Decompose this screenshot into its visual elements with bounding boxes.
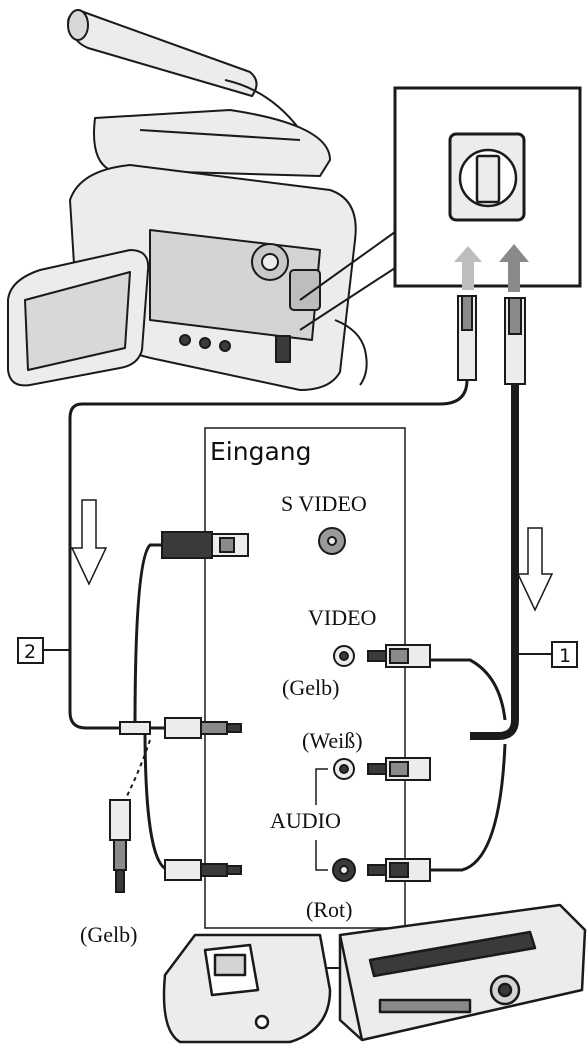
- dvd-recorder-device: [164, 935, 330, 1042]
- cable-2-branch: [125, 545, 170, 870]
- video-color-label: (Gelb): [282, 675, 339, 700]
- callout-cable-2-number: 2: [24, 641, 36, 663]
- audio-red-jack: [333, 859, 355, 881]
- audio-white-jack: [334, 759, 354, 779]
- plug-audio-white: [368, 758, 430, 780]
- callout-cable-1: 1: [519, 642, 577, 667]
- signal-arrow-left: [72, 500, 106, 584]
- s-video-jack: [319, 528, 345, 554]
- video-jack: [334, 646, 354, 666]
- plug-audio-red: [368, 859, 430, 881]
- spare-plug-color-label: (Gelb): [80, 922, 137, 947]
- vcr-device: [340, 905, 585, 1040]
- signal-arrow-right: [518, 528, 552, 610]
- plug-video-yellow: [368, 645, 430, 667]
- cable-2-plugs: [110, 532, 248, 892]
- plug-s-video: [162, 532, 248, 558]
- s-video-label: S VIDEO: [281, 491, 367, 516]
- callout-cable-1-number: 1: [559, 645, 571, 667]
- audio-white-label: (Weiß): [302, 728, 363, 753]
- audio-label: AUDIO: [270, 808, 341, 833]
- input-heading: Eingang: [210, 437, 312, 466]
- cable-2: [70, 380, 467, 728]
- plug-video-yellow-spare: [110, 800, 130, 892]
- plug-audio-red-left: [165, 860, 241, 880]
- branch-splitter: [120, 722, 150, 734]
- audio-red-label: (Rot): [306, 897, 352, 922]
- callout-cable-2: 2: [18, 638, 70, 663]
- cable-1: [430, 384, 515, 870]
- plug-audio-white-left: [165, 718, 241, 738]
- camcorder-microphone: [68, 10, 256, 96]
- video-label: VIDEO: [308, 605, 376, 630]
- camcorder-illustration: [8, 10, 367, 390]
- cable-1-plugs: [368, 645, 430, 881]
- camera-plugs: [458, 296, 525, 384]
